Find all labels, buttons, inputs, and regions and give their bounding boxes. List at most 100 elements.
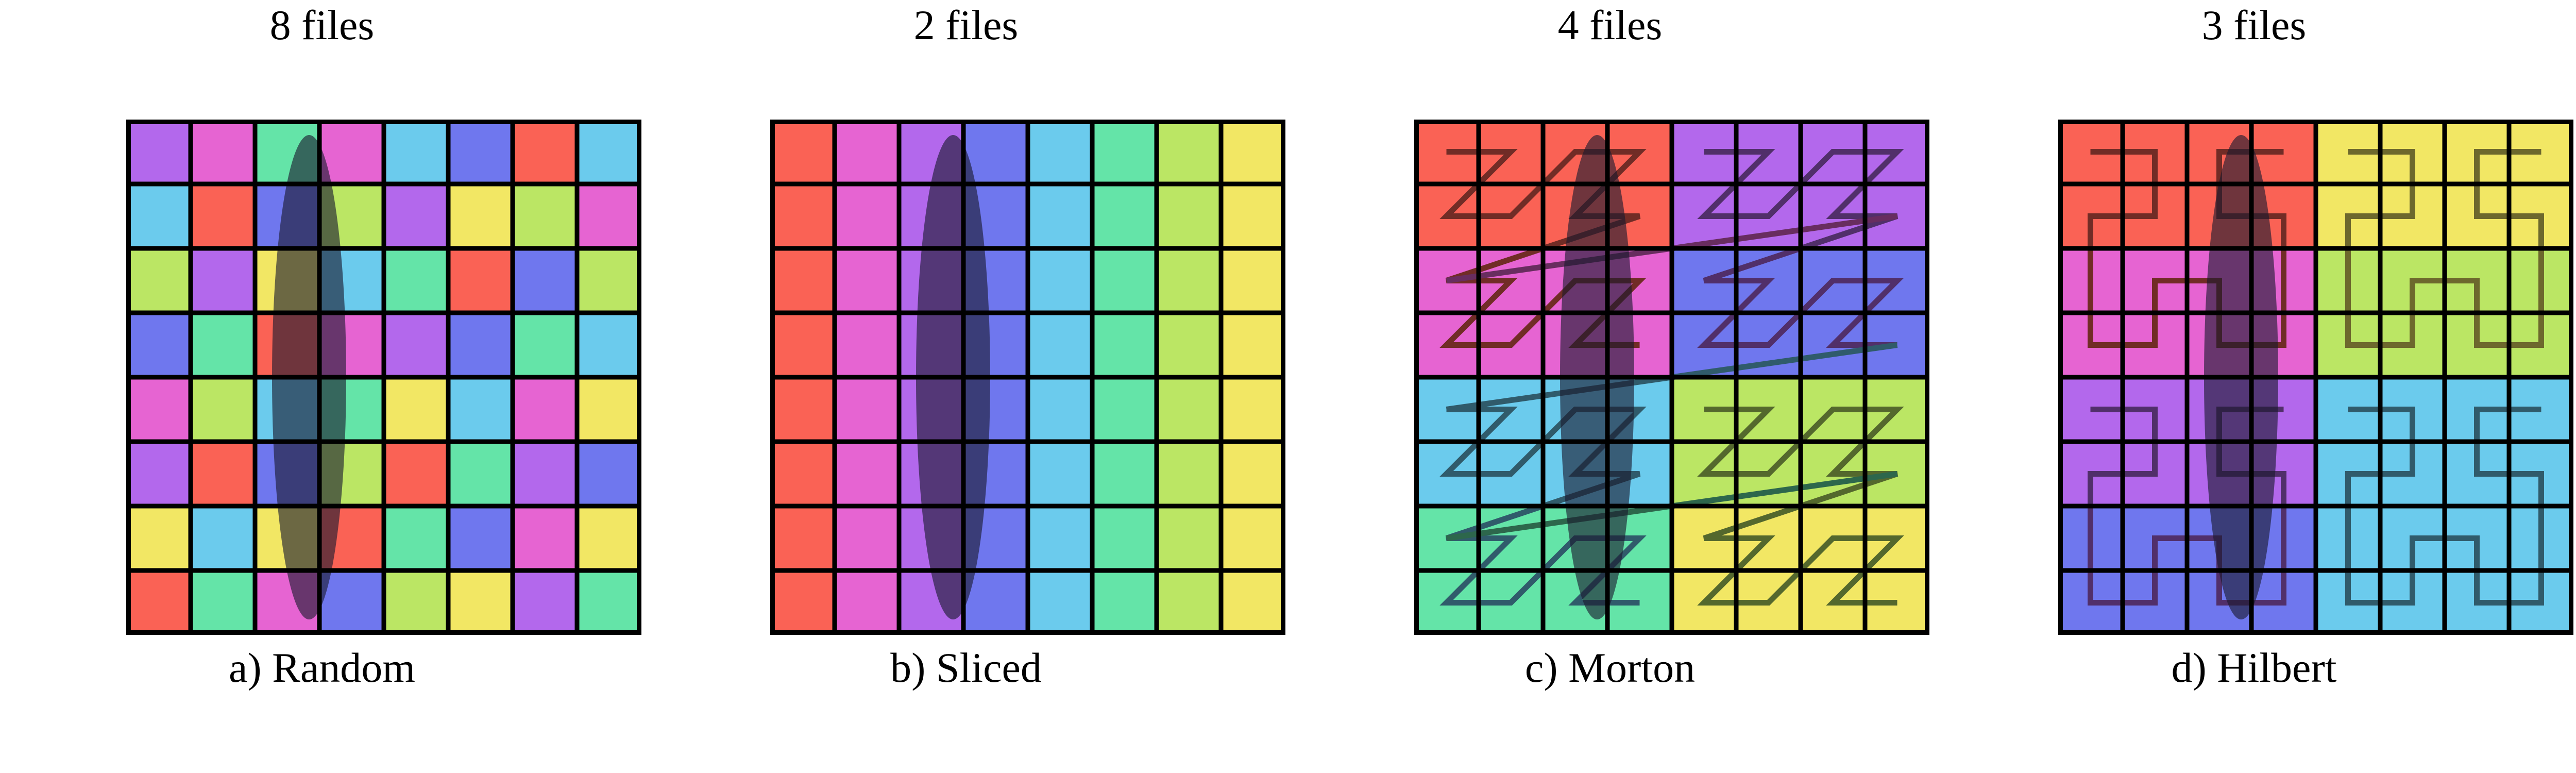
grid-cell [577, 506, 641, 570]
grid-cell [835, 120, 899, 184]
grid-lines [770, 120, 1285, 635]
grid-cell [1221, 184, 1285, 248]
grid-cell [191, 313, 255, 377]
grid-cell [1092, 506, 1157, 570]
grid-cell [1092, 120, 1157, 184]
grid-cell [191, 570, 255, 635]
grid-cell [1157, 120, 1221, 184]
grid-morton [1414, 120, 1929, 635]
panel-hilbert: 3 files d) Hilbert [1932, 0, 2576, 773]
grid-cell [1092, 184, 1157, 248]
grid-cell [1028, 570, 1092, 635]
grid-cell [1221, 442, 1285, 506]
grid-cell [1028, 120, 1092, 184]
grid-cell [577, 248, 641, 313]
grid-cell [835, 184, 899, 248]
grid-cell [384, 506, 448, 570]
grid-cell [770, 248, 835, 313]
grid-cell [191, 184, 255, 248]
panel-title-hilbert: 3 files [2201, 2, 2307, 48]
grid-cell [1092, 570, 1157, 635]
grid-sliced [770, 120, 1285, 635]
grid-cell [1092, 377, 1157, 442]
grid-cell [835, 506, 899, 570]
grid-cell [126, 313, 191, 377]
grid-cell [770, 377, 835, 442]
grid-cell [577, 442, 641, 506]
grid-cell [448, 184, 513, 248]
grid-cell [384, 377, 448, 442]
grid-cell [448, 313, 513, 377]
panel-title-morton: 4 files [1557, 2, 1663, 48]
grid-cell [126, 248, 191, 313]
grid-cell [513, 377, 577, 442]
grid-cell [1221, 120, 1285, 184]
grid-cell [384, 570, 448, 635]
grid-cell [1221, 313, 1285, 377]
grid-cell [126, 184, 191, 248]
grid-cell [191, 248, 255, 313]
grid-cell [1157, 442, 1221, 506]
grid-cell [319, 120, 384, 184]
grid-cell [191, 120, 255, 184]
grid-cell [577, 313, 641, 377]
grid-cell [513, 120, 577, 184]
grid-hilbert [2058, 120, 2573, 635]
grid-lines [126, 120, 641, 635]
grid-cell [513, 184, 577, 248]
grid-cell [835, 248, 899, 313]
grid-cell [1221, 377, 1285, 442]
grid-cell [126, 120, 191, 184]
grid-cell [835, 313, 899, 377]
panel-title-sliced: 2 files [913, 2, 1019, 48]
grid-cell [577, 570, 641, 635]
grid-cell [448, 120, 513, 184]
grid-cell [319, 570, 384, 635]
grid-cell [126, 442, 191, 506]
grid-cell [770, 442, 835, 506]
grid-cell [1092, 313, 1157, 377]
grid-cell [1221, 570, 1285, 635]
grid-cell [1028, 442, 1092, 506]
grid-cell [1028, 377, 1092, 442]
grid-cell [1157, 184, 1221, 248]
grid-cell [384, 184, 448, 248]
grid-cell [1221, 248, 1285, 313]
grid-cells [126, 120, 641, 635]
grid-cell [513, 313, 577, 377]
grid-cell [191, 377, 255, 442]
grid-cell [191, 506, 255, 570]
grid-cell [384, 248, 448, 313]
grid-cell [1028, 313, 1092, 377]
grid-cell [513, 442, 577, 506]
panel-caption-random: a) Random [228, 644, 416, 691]
panel-caption-morton: c) Morton [1524, 644, 1696, 691]
grid-cell [963, 570, 1028, 635]
grid-lines [1414, 120, 1929, 635]
grid-cell [384, 120, 448, 184]
grid-cell [835, 442, 899, 506]
grid-cell [1092, 248, 1157, 313]
grid-cell [448, 248, 513, 313]
grid-cell [770, 506, 835, 570]
grid-cell [1028, 184, 1092, 248]
grid-cell [770, 184, 835, 248]
grid-cell [770, 570, 835, 635]
panel-caption-hilbert: d) Hilbert [2171, 644, 2337, 691]
grid-cell [1221, 506, 1285, 570]
panel-caption-sliced: b) Sliced [890, 644, 1042, 691]
grid-cell [448, 377, 513, 442]
panel-sliced: 2 files b) Sliced [644, 0, 1288, 773]
grid-cell [126, 506, 191, 570]
grid-cell [577, 377, 641, 442]
grid-cell [126, 377, 191, 442]
grid-cell [835, 377, 899, 442]
grid-cell [770, 313, 835, 377]
grid-cell [1157, 248, 1221, 313]
grid-cell [513, 248, 577, 313]
grid-cell [577, 120, 641, 184]
grid-cell [1157, 313, 1221, 377]
grid-cell [191, 442, 255, 506]
panel-morton: 4 files c) Morton [1288, 0, 1932, 773]
